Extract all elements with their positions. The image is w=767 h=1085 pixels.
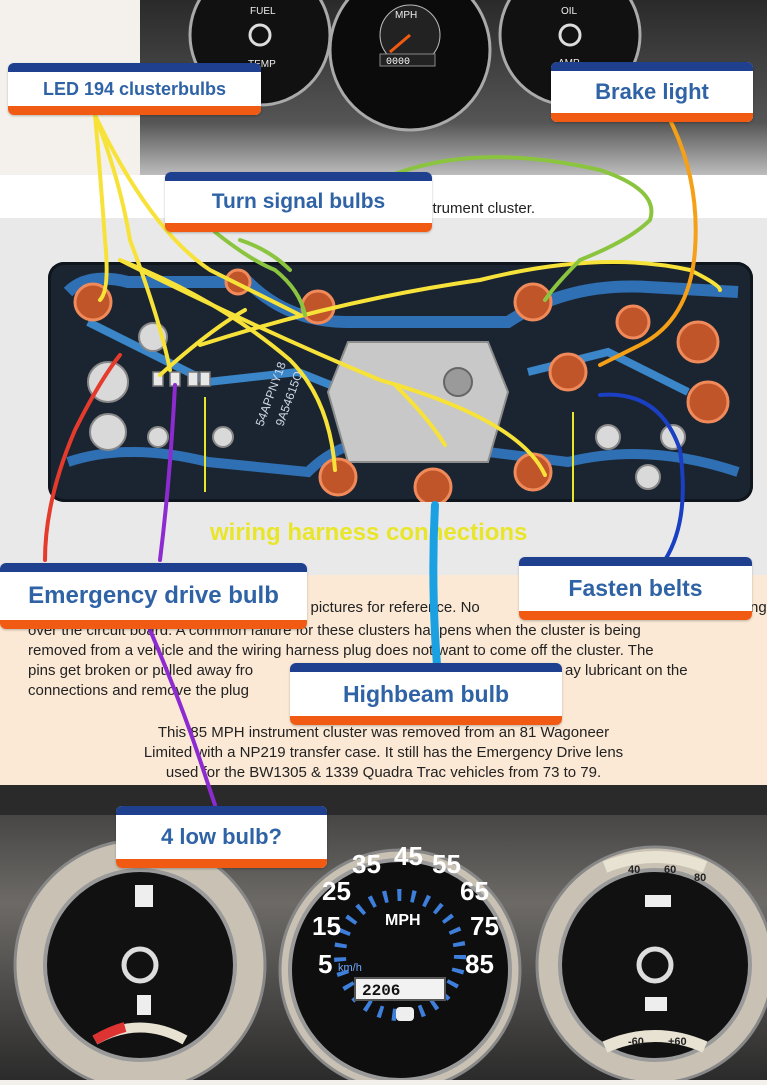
callout-highbeam-bulb: Highbeam bulb [290, 663, 562, 725]
bulb-socket [548, 352, 588, 392]
speedo-mph-label: MPH [385, 912, 421, 929]
stud-nut [87, 361, 129, 403]
turn-wire-right [378, 155, 654, 302]
emergency-wire-red [43, 353, 122, 562]
callout-emergency-drive-bulb: Emergency drive bulb [0, 563, 307, 629]
wiring-harness-label: wiring harness connections [210, 519, 528, 546]
bottom-cluster-photo: 5 15 25 35 45 55 65 75 85 MPH km/h 2206 … [0, 785, 767, 1085]
callout-brake-text: Brake light [595, 79, 709, 104]
circuit-board: 54APPNY18 9A54615O [48, 262, 753, 522]
highbeam-icon [396, 1007, 414, 1021]
callout-fasten-belts: Fasten belts [519, 557, 752, 620]
turn-wire-left-2 [238, 238, 292, 272]
harness-pin [187, 371, 199, 387]
led-wire-2 [93, 113, 172, 372]
stud-nut [89, 413, 127, 451]
callout-led-194-text: LED 194 clusterbulbs [42, 78, 227, 99]
harness-pin [152, 371, 164, 387]
fuel-text: FUEL [250, 6, 276, 17]
callout-4-low-bulb: 4 low bulb? [116, 806, 327, 868]
fuel-temp-gauge-bottom [43, 868, 237, 1062]
bulb-socket [318, 457, 358, 497]
speed-15: 15 [312, 911, 341, 941]
speed-45: 45 [394, 841, 423, 871]
odometer-window [354, 977, 446, 1001]
callout-4-low-text: 4 low bulb? [161, 824, 282, 849]
brake-wire [598, 118, 698, 367]
callout-emergency-text: Emergency drive bulb [28, 582, 279, 609]
odometer-value: 2206 [362, 982, 400, 1000]
led-wire-7 [158, 308, 247, 377]
paragraph-line-5: connections and remove the plug [28, 682, 249, 699]
led-wire-3 [93, 113, 302, 317]
led-wire-8 [393, 383, 447, 447]
callout-led-194-clusterbulbs: LED 194 clusterbulbs [8, 63, 261, 115]
speed-75: 75 [470, 911, 499, 941]
caption-line-3: used for the BW1305 & 1339 Quadra Trac v… [165, 764, 602, 781]
top-odometer: 0000 [386, 57, 410, 68]
fasten-belts-wire [598, 392, 685, 562]
top-mph-text: MPH [395, 10, 417, 21]
stud-nut [212, 426, 234, 448]
temp-text: TEMP [248, 59, 276, 70]
paragraph-line-3: removed from a vehicle and the wiring ha… [28, 642, 654, 659]
oil-60: 60 [664, 864, 676, 876]
bulb-socket [615, 304, 651, 340]
fuel-pump-icon [135, 885, 153, 907]
harness-pin [199, 371, 211, 387]
led-wire-5 [118, 258, 547, 477]
bulb-socket [676, 320, 720, 364]
oil-can-icon [645, 895, 671, 907]
bulb-socket [686, 380, 730, 424]
paragraph-line-4: pins get broken or pulled away fro [28, 662, 254, 679]
paragraph-fragment-ng: ng [750, 599, 767, 616]
callout-highbeam-text: Highbeam bulb [342, 680, 510, 707]
led-wire-4 [118, 258, 337, 472]
callout-brake-light: Brake light [551, 62, 753, 122]
speed-65: 65 [460, 876, 489, 906]
stud-nut [595, 424, 621, 450]
turn-wire-left [213, 230, 307, 317]
paragraph-fragment-lubricant: ay lubricant on the [565, 662, 688, 679]
bulb-socket [513, 282, 553, 322]
circuit-board-drawing: 54APPNY18 9A54615O [63, 268, 740, 522]
volt-minus: -60 [628, 1036, 644, 1048]
caption-line-1: This 85 MPH instrument cluster was remov… [157, 724, 610, 741]
oil-80: 80 [694, 872, 706, 884]
bottom-gauges-drawing: 5 15 25 35 45 55 65 75 85 MPH km/h 2206 … [0, 785, 767, 1085]
speed-35: 35 [352, 849, 381, 879]
stud-nut [147, 426, 169, 448]
led-wire-1 [93, 113, 109, 302]
led-wire-6 [198, 260, 722, 347]
oil-text: OIL [561, 6, 578, 17]
stud-nut [635, 464, 661, 490]
top-text-fragment: strument cluster. [425, 200, 536, 217]
emergency-wire-purple [158, 383, 177, 562]
speed-55: 55 [432, 849, 461, 879]
oil-40: 40 [628, 864, 640, 876]
callout-turn-signal-text: Turn signal bulbs [211, 190, 386, 213]
speedo-kmh-label: km/h [338, 962, 362, 974]
caption-line-2: Limited with a NP219 transfer case. It s… [143, 744, 624, 761]
battery-icon [645, 997, 667, 1011]
callout-fasten-text: Fasten belts [568, 575, 703, 601]
coolant-temp-icon [137, 995, 151, 1015]
speed-5: 5 [318, 949, 332, 979]
volt-plus: +60 [668, 1036, 687, 1048]
speed-85: 85 [465, 949, 494, 979]
speed-25: 25 [322, 876, 351, 906]
callout-turn-signal-bulbs: Turn signal bulbs [165, 172, 432, 232]
four-low-wire [148, 628, 217, 807]
oil-volt-gauge-bottom [558, 868, 752, 1062]
